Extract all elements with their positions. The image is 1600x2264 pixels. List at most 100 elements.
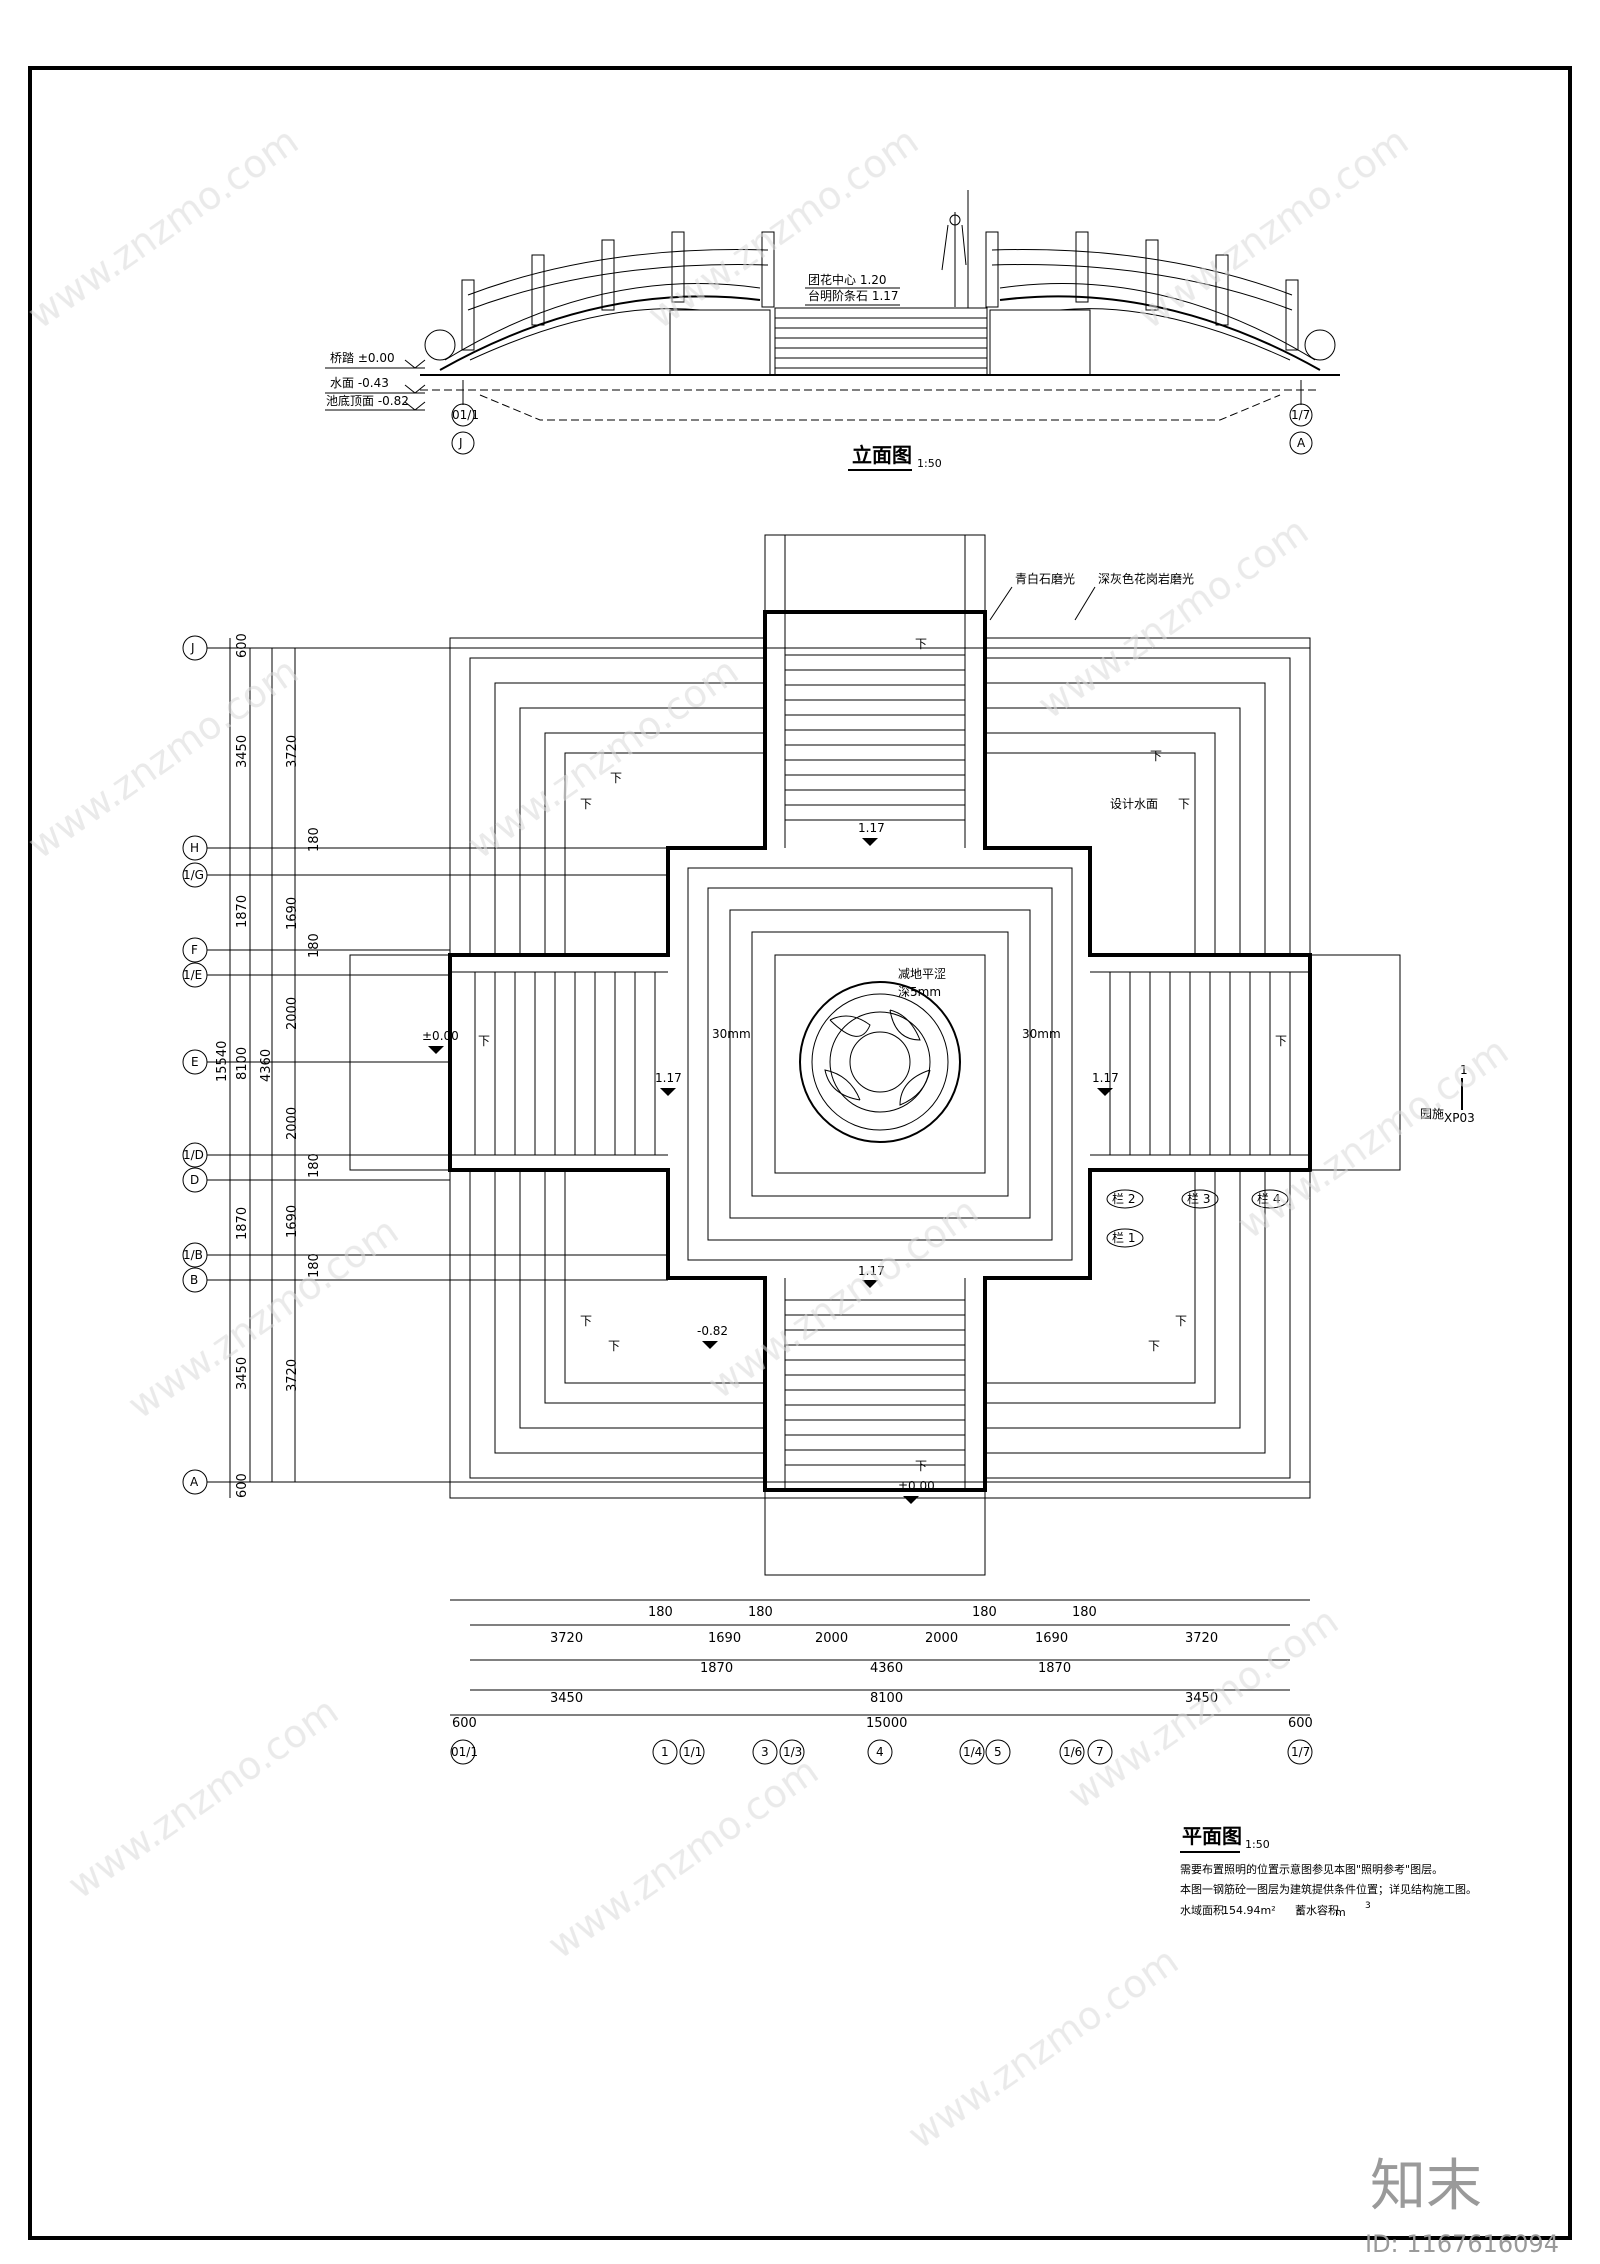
dim-left-inner-180-d: 180 — [307, 1253, 322, 1278]
col-axis-1-6: 1/6 — [1063, 1745, 1082, 1759]
stone-a-label: 青白石磨光 — [1015, 571, 1075, 586]
down-marker-10: 下 — [1275, 1034, 1287, 1048]
dim-bottom-2000-right: 2000 — [925, 1631, 958, 1646]
sheet-border — [28, 66, 1572, 2240]
elev-water-label: 水面 -0.43 — [330, 376, 389, 390]
watermark-site-7: www.znzmo.com — [120, 1209, 406, 1428]
down-marker-2: 下 — [580, 797, 592, 811]
dim-bottom-1870-left: 1870 — [700, 1661, 733, 1676]
dim-bottom-3720-left: 3720 — [550, 1631, 583, 1646]
slope-label-right: 30mm — [1022, 1027, 1061, 1041]
col-axis-01-1: 01/1 — [451, 1745, 478, 1759]
elev-axis-left-bottom: J — [458, 436, 463, 450]
down-marker-3: 下 — [1150, 749, 1162, 763]
elevation-scale: 1:50 — [917, 457, 942, 470]
water-area-label: 水域面积 — [1180, 1904, 1224, 1917]
col-axis-1: 1 — [661, 1745, 669, 1759]
dim-left-3450-top: 3450 — [235, 735, 250, 768]
dim-left-inner-4360: 4360 — [259, 1049, 274, 1082]
watermark-site-6: www.znzmo.com — [1030, 509, 1316, 728]
row-axis-1E: 1/E — [183, 968, 202, 982]
dim-left-inner-180-b: 180 — [307, 933, 322, 958]
bottom-ground-level: ±0.00 — [898, 1479, 935, 1493]
dim-bottom-1870-right: 1870 — [1038, 1661, 1071, 1676]
col-axis-1-3: 1/3 — [783, 1745, 802, 1759]
dim-left-1870-top: 1870 — [235, 895, 250, 928]
dim-left-inner-180-a: 180 — [307, 827, 322, 852]
down-marker-9: 下 — [478, 1034, 490, 1048]
bottom-landing-level: 1.17 — [858, 1264, 885, 1278]
dim-left-1870-bottom: 1870 — [235, 1207, 250, 1240]
elevation-title: 立面图 — [852, 443, 912, 467]
down-marker-7: 下 — [1175, 1314, 1187, 1328]
down-marker-8: 下 — [1148, 1339, 1160, 1353]
dim-left-inner-3720-top: 3720 — [285, 735, 300, 768]
row-axis-B: B — [190, 1273, 198, 1287]
watermark-site-1: www.znzmo.com — [20, 119, 306, 338]
watermark-site-10: www.znzmo.com — [60, 1689, 346, 1908]
plan-note-2: 本图一钢筋砼一图层为建筑提供条件位置；详见结构施工图。 — [1180, 1882, 1477, 1896]
dim-left-600-top: 600 — [235, 633, 250, 658]
row-axis-D: D — [190, 1173, 199, 1187]
dim-bottom-3450-right: 3450 — [1185, 1691, 1218, 1706]
row-axes: J H 1/G F 1/E E 1/D D 1/B B A — [182, 635, 1310, 1495]
col-axis-3: 3 — [761, 1745, 769, 1759]
dim-bottom-180-b: 180 — [748, 1605, 773, 1620]
elev-deck-label: 团花中心 1.20 — [808, 272, 887, 287]
left-ground-level: ±0.00 — [422, 1029, 459, 1043]
col-axis-1-1: 1/1 — [683, 1745, 702, 1759]
row-axis-E: E — [191, 1055, 199, 1069]
down-marker-4: 下 — [1178, 797, 1190, 811]
row-axis-A: A — [190, 1475, 199, 1489]
dim-left-8100: 8100 — [235, 1047, 250, 1080]
storage-label: 蓄水容积 — [1295, 1903, 1339, 1917]
dim-bottom-1690-left: 1690 — [708, 1631, 741, 1646]
section-code: XP03 — [1444, 1111, 1475, 1125]
right-landing-level: 1.17 — [1092, 1071, 1119, 1085]
col-axis-5: 5 — [994, 1745, 1002, 1759]
col-axis-1-4: 1/4 — [963, 1745, 982, 1759]
dim-left-inner-2000-top: 2000 — [285, 997, 300, 1030]
dim-bottom-4360: 4360 — [870, 1661, 903, 1676]
row-axis-1B: 1/B — [183, 1248, 203, 1262]
railing-3: 栏 3 — [1187, 1191, 1210, 1206]
stone-b-label: 深灰色花岗岩磨光 — [1098, 571, 1194, 586]
dim-left-inner-2000-bottom: 2000 — [285, 1107, 300, 1140]
down-marker-11: 下 — [915, 637, 927, 651]
slope-label-left: 30mm — [712, 1027, 751, 1041]
elev-axis-right-bottom: A — [1297, 436, 1306, 450]
plan-note-1: 需要布置照明的位置示意图参见本图"照明参考"图层。 — [1180, 1862, 1443, 1876]
col-axis-4: 4 — [876, 1745, 884, 1759]
row-axis-F: F — [191, 943, 198, 957]
dim-bottom-600-right: 600 — [1288, 1716, 1313, 1731]
down-marker-1: 下 — [610, 771, 622, 785]
recess-label: 减地平涩 — [898, 966, 946, 981]
section-ref: 1 — [1460, 1063, 1468, 1077]
col-axis-1-7: 1/7 — [1291, 1745, 1310, 1759]
railing-2: 栏 2 — [1112, 1191, 1135, 1206]
row-axis-J: J — [190, 641, 195, 655]
elev-bridge-foot-label: 桥踏 ±0.00 — [330, 351, 395, 365]
water-area-value: 154.94m² — [1222, 1904, 1276, 1917]
row-axis-H: H — [190, 841, 199, 855]
left-landing-level: 1.17 — [655, 1071, 682, 1085]
row-axis-1D: 1/D — [183, 1148, 204, 1162]
row-axis-1G: 1/G — [183, 868, 204, 882]
watermark-site-4: www.znzmo.com — [20, 649, 306, 868]
elev-pool-top-label: 池底顶面 -0.82 — [326, 393, 409, 408]
elev-axis-left-top: 01/1 — [452, 408, 479, 422]
dim-left-inner-1690-bottom: 1690 — [285, 1205, 300, 1238]
plan-drawing: 1.17 1.17 1.17 1.17 ±0.00 ±0.00 -0.82 减地… — [182, 534, 1477, 1919]
railing-4: 栏 4 — [1257, 1191, 1280, 1206]
dim-bottom-3720-right: 3720 — [1185, 1631, 1218, 1646]
dim-left-600-bottom: 600 — [235, 1473, 250, 1498]
watermark-site-5: www.znzmo.com — [460, 649, 746, 868]
dim-left-inner-1690-top: 1690 — [285, 897, 300, 930]
dim-bottom-180-d: 180 — [1072, 1605, 1097, 1620]
pool-bottom-level: -0.82 — [697, 1324, 728, 1338]
top-landing-level: 1.17 — [858, 821, 885, 835]
dim-bottom-180-c: 180 — [972, 1605, 997, 1620]
down-marker-5: 下 — [580, 1314, 592, 1328]
dim-bottom-2000-left: 2000 — [815, 1631, 848, 1646]
